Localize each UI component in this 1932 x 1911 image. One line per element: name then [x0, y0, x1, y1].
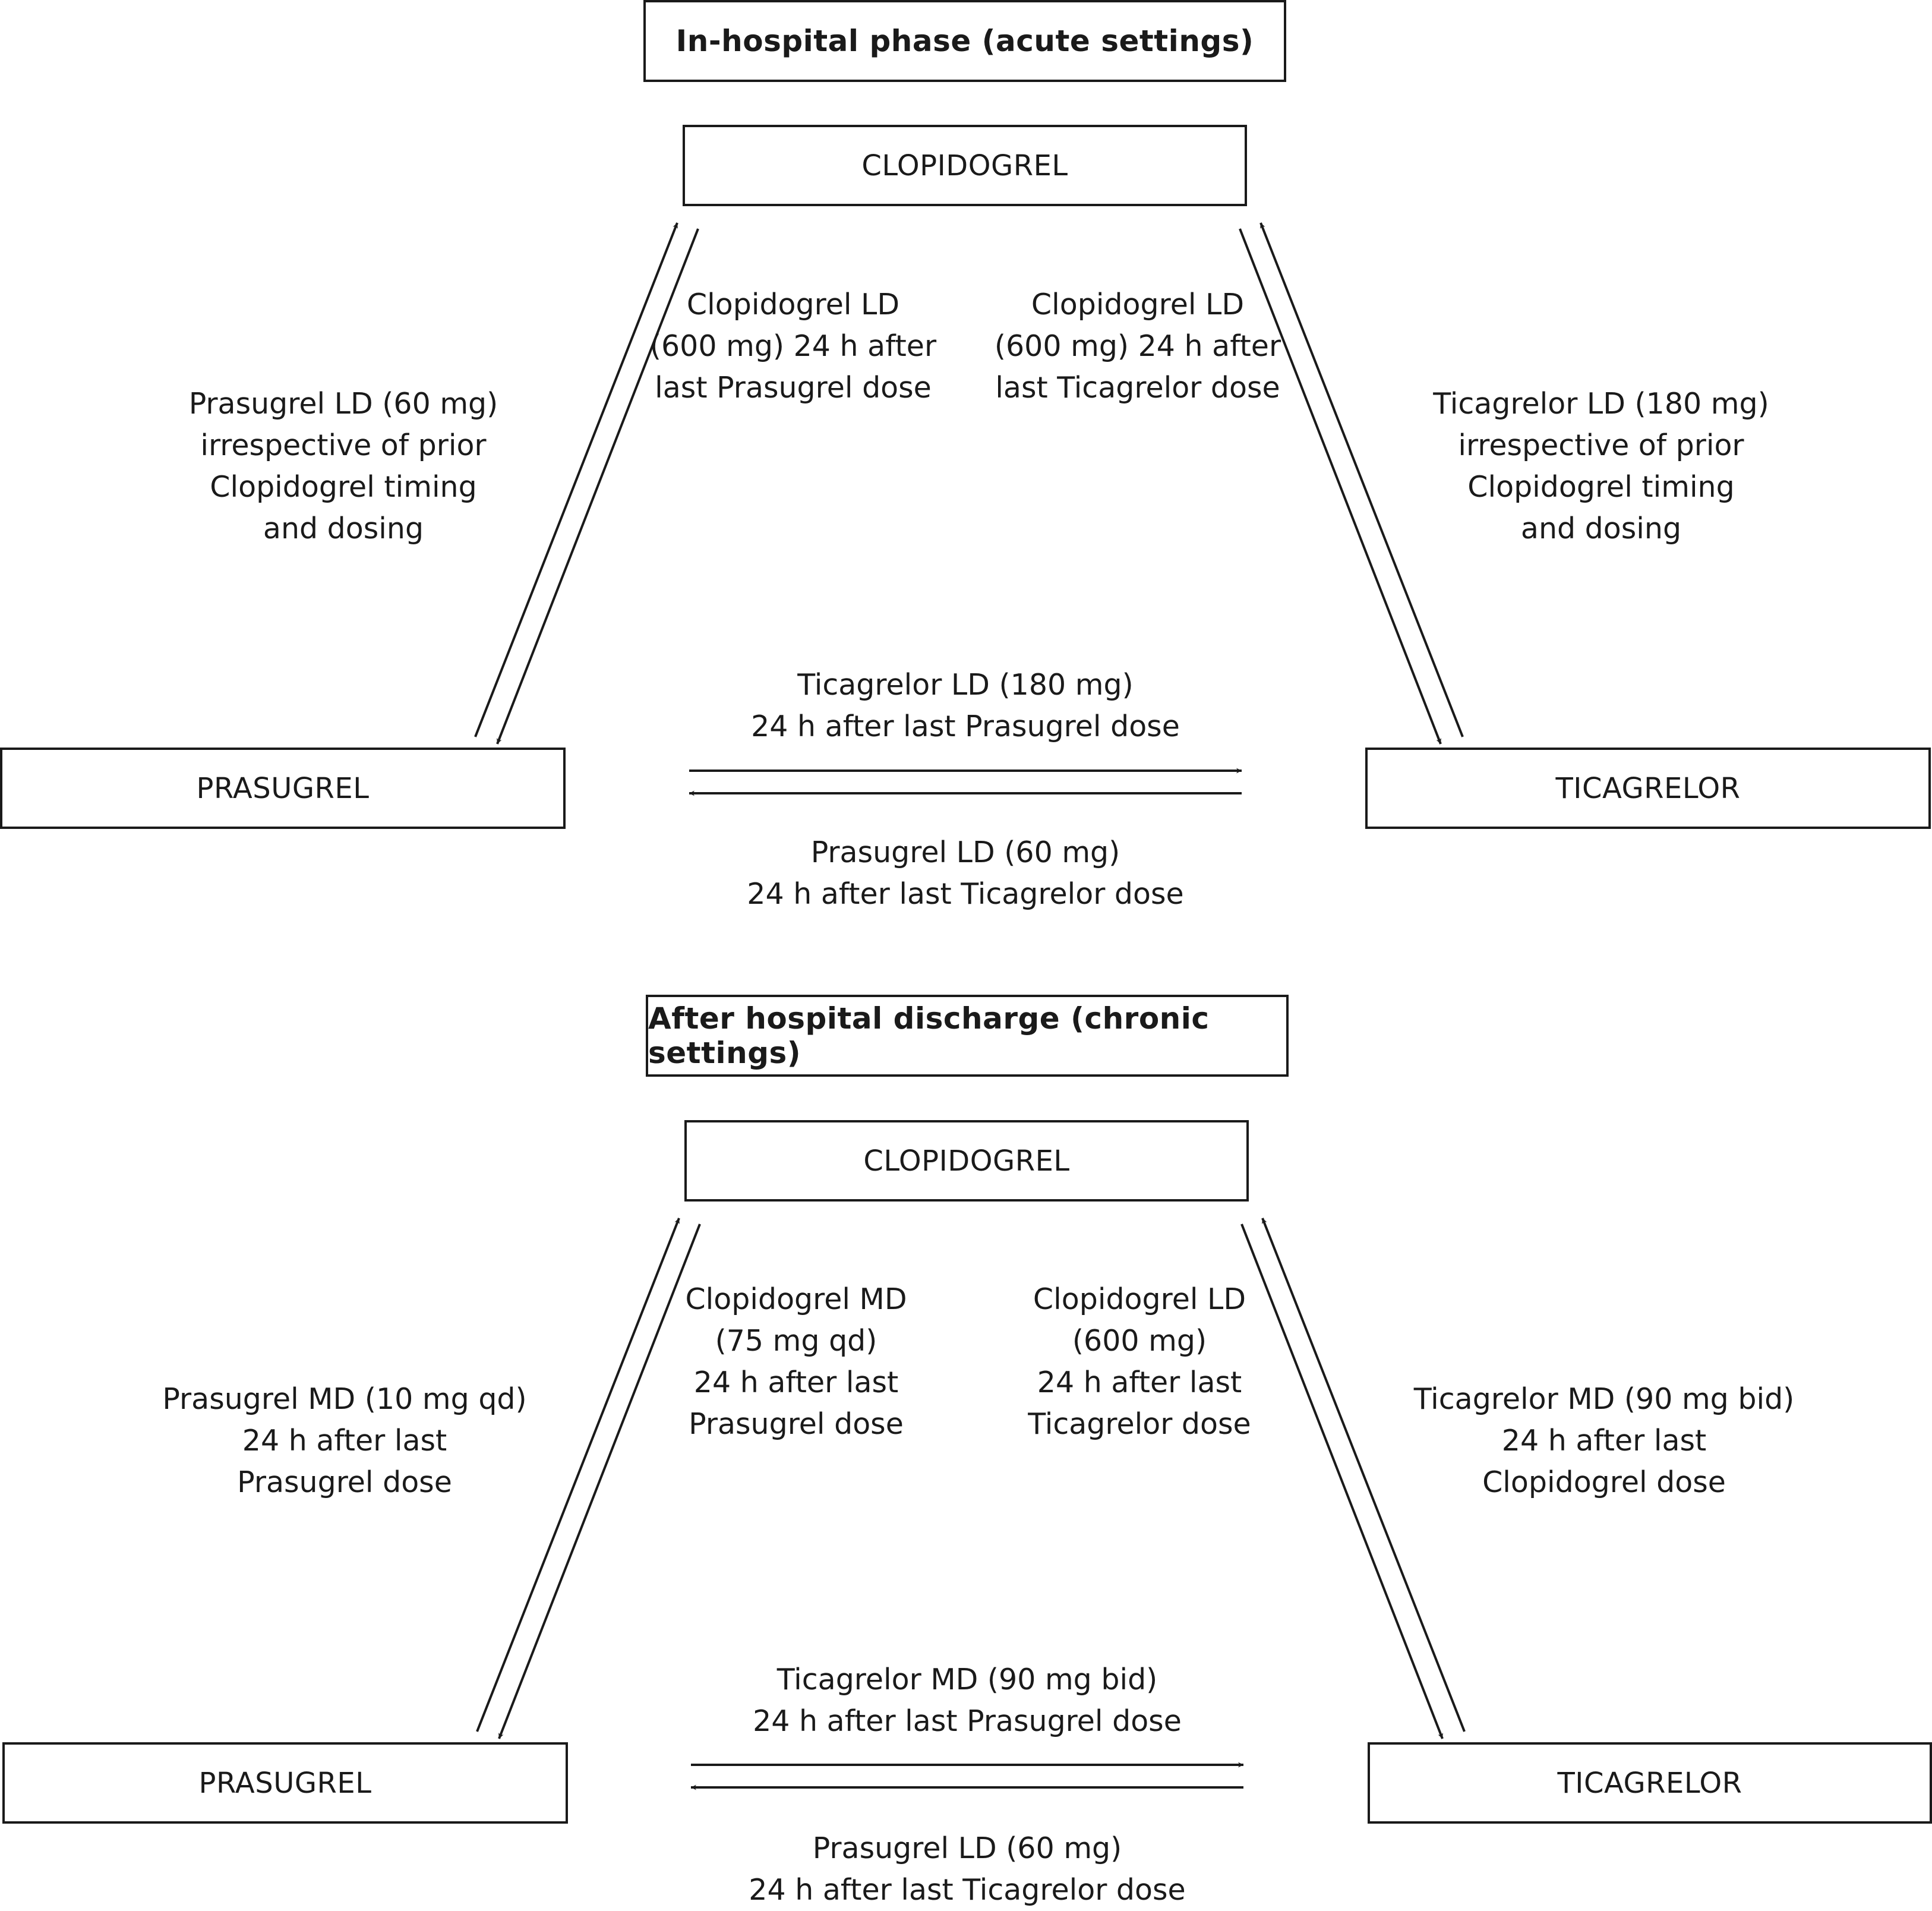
acute-clopidogrel-box: CLOPIDOGREL: [683, 125, 1247, 206]
acute-prasugrel-to-ticagrelor-label: Ticagrelor LD (180 mg) 24 h after last P…: [751, 668, 1180, 743]
acute-clopidogrel-to-ticagrelor-label: Clopidogrel LD (600 mg) 24 h after last …: [994, 288, 1281, 405]
acute-arrow-clopidogrel-to-prasugrel: [496, 228, 699, 745]
acute-arrow-ticagrelor-to-clopidogrel: [1259, 222, 1464, 737]
acute-arrow-clopidogrel-to-ticagrelor: [1239, 228, 1442, 745]
acute-ticagrelor-box: TICAGRELOR: [1365, 748, 1931, 829]
chronic-ticagrelor-to-prasugrel-label: Prasugrel LD (60 mg) 24 h after last Tic…: [749, 1831, 1186, 1907]
acute-clopidogrel-to-prasugrel-label: Clopidogrel LD (600 mg) 24 h after last …: [649, 288, 937, 405]
acute-header: In-hospital phase (acute settings): [643, 0, 1286, 82]
chronic-ticagrelor-to-clopidogrel-label: Ticagrelor MD (90 mg bid) 24 h after las…: [1413, 1382, 1795, 1499]
chronic-arrow-ticagrelor-to-clopidogrel: [1261, 1218, 1466, 1732]
chronic-arrow-clopidogrel-to-ticagrelor: [1240, 1223, 1444, 1739]
acute-prasugrel-to-clopidogrel-label: Prasugrel LD (60 mg) irrespective of pri…: [188, 387, 498, 545]
chronic-prasugrel-box: PRASUGREL: [2, 1742, 568, 1824]
chronic-prasugrel-to-clopidogrel-label: Prasugrel MD (10 mg qd) 24 h after last …: [162, 1382, 527, 1499]
chronic-prasugrel-to-ticagrelor-label: Ticagrelor MD (90 mg bid) 24 h after las…: [753, 1663, 1182, 1738]
acute-ticagrelor-to-clopidogrel-label: Ticagrelor LD (180 mg) irrespective of p…: [1433, 387, 1769, 545]
chronic-arrow-clopidogrel-to-prasugrel: [498, 1223, 701, 1739]
acute-prasugrel-box: PRASUGREL: [0, 748, 566, 829]
acute-ticagrelor-to-prasugrel-label: Prasugrel LD (60 mg) 24 h after last Tic…: [747, 835, 1184, 911]
chronic-clopidogrel-box: CLOPIDOGREL: [684, 1120, 1249, 1202]
acute-arrow-prasugrel-to-clopidogrel: [474, 222, 678, 737]
chronic-header: After hospital discharge (chronic settin…: [646, 995, 1289, 1077]
chronic-clopidogrel-to-prasugrel-label: Clopidogrel MD (75 mg qd) 24 h after las…: [685, 1282, 907, 1441]
chronic-arrow-prasugrel-to-clopidogrel: [476, 1218, 680, 1732]
chronic-clopidogrel-to-ticagrelor-label: Clopidogrel LD (600 mg) 24 h after last …: [1028, 1282, 1251, 1441]
chronic-ticagrelor-box: TICAGRELOR: [1368, 1742, 1932, 1824]
